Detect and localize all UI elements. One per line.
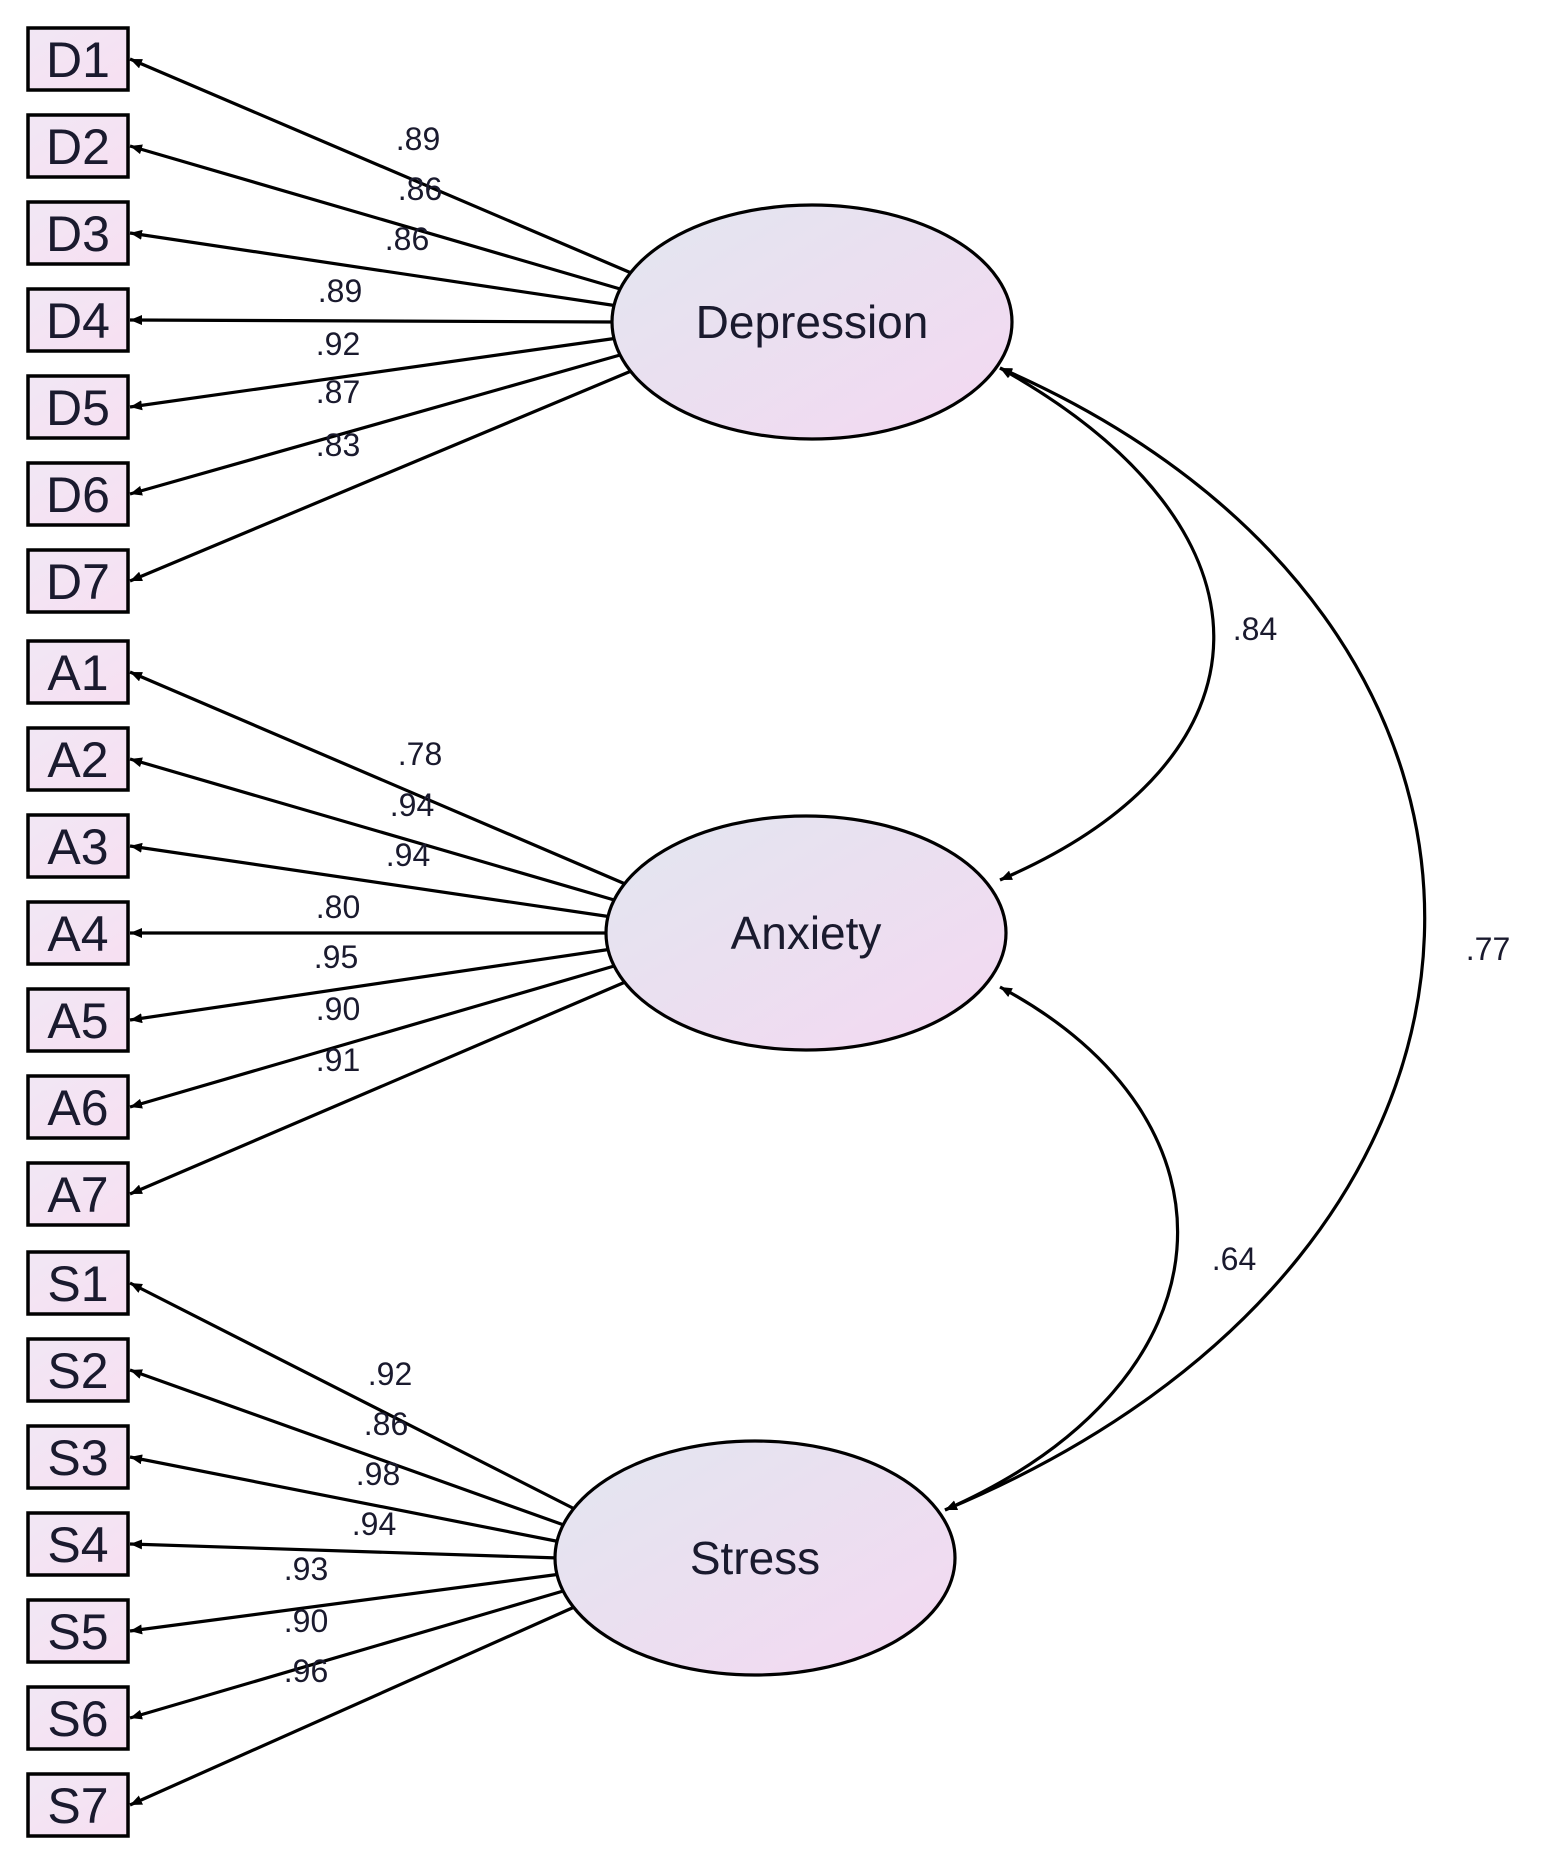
loading-value-s7: .96 xyxy=(284,1653,328,1689)
indicator-label-s3: S3 xyxy=(47,1430,108,1486)
labels-layer: .89 .86 .86 .89 .92 .87 .83 .78 .94 .94 .80 .95 .90.… xyxy=(284,121,1510,1689)
loading-arrow-s4 xyxy=(129,1539,560,1560)
indicator-label-s5: S5 xyxy=(47,1604,108,1660)
loading-arrow-a3 xyxy=(129,842,613,919)
loading-value-a4: .80 xyxy=(316,889,360,925)
loading-arrow-d4 xyxy=(129,315,617,326)
indicator-box-s2 xyxy=(26,1337,130,1403)
loading-value-d6: .87 xyxy=(316,374,360,410)
loading-value-a7: .91 xyxy=(316,1042,360,1078)
indicator-box-s6 xyxy=(26,1685,130,1751)
loading-value-d4: .89 xyxy=(318,273,362,309)
indicator-box-s1 xyxy=(26,1250,130,1316)
loading-arrow-s6 xyxy=(129,1588,568,1720)
loading-value-s5: .93 xyxy=(284,1551,328,1587)
loading-value-d5: .92 xyxy=(316,326,360,362)
loading-value-d2: .86 xyxy=(398,171,442,207)
correlation-arc-anxiety-stress xyxy=(944,985,1180,1512)
indicator-box-d2 xyxy=(26,113,130,179)
indicator-label-s1: S1 xyxy=(47,1256,108,1312)
loading-value-a2: .94 xyxy=(390,787,434,823)
indicator-box-a7 xyxy=(26,1161,130,1227)
loading-arrow-a6 xyxy=(129,963,619,1109)
factor-label-anxiety: Anxiety xyxy=(731,907,882,959)
indicator-label-d1: D1 xyxy=(46,32,110,88)
loading-arrow-a1 xyxy=(129,670,629,887)
indicator-box-a1 xyxy=(26,639,130,705)
indicator-box-a4 xyxy=(26,900,130,966)
indicator-box-d5 xyxy=(26,374,130,440)
correlation-arc-depression-anxiety xyxy=(999,366,1216,882)
indicator-box-a5 xyxy=(26,987,130,1053)
indicator-label-a7: A7 xyxy=(47,1167,108,1223)
indicator-box-d6 xyxy=(26,461,130,527)
indicator-label-a2: A2 xyxy=(47,732,108,788)
correlation-value-depression-anxiety: .84 xyxy=(1233,611,1277,647)
loading-arrow-s5 xyxy=(129,1572,562,1635)
indicator-label-d3: D3 xyxy=(46,206,110,262)
loading-value-s3: .98 xyxy=(356,1456,400,1492)
loading-arrow-s7 xyxy=(129,1604,578,1807)
indicator-label-a4: A4 xyxy=(47,906,108,962)
indicator-label-a5: A5 xyxy=(47,993,108,1049)
indicator-label-s6: S6 xyxy=(47,1691,108,1747)
factor-label-stress: Stress xyxy=(690,1532,820,1584)
loading-value-s1: .92 xyxy=(368,1356,412,1392)
loading-value-a5: .95 xyxy=(314,939,358,975)
nodes-layer: D1D2D3D4D5D6D7A1A2A3A4A5A6A7S1S2S3S4S5S6… xyxy=(26,26,1014,1838)
indicator-box-s7 xyxy=(26,1772,130,1838)
factor-ellipse-depression xyxy=(610,203,1014,441)
loading-value-s4: .94 xyxy=(352,1506,396,1542)
loading-value-s6: .90 xyxy=(284,1603,328,1639)
indicator-box-d3 xyxy=(26,200,130,266)
indicator-label-d6: D6 xyxy=(46,467,110,523)
indicator-box-s3 xyxy=(26,1424,130,1490)
loading-arrow-s1 xyxy=(129,1281,578,1512)
loading-arrow-d3 xyxy=(129,229,619,308)
factor-label-depression: Depression xyxy=(696,296,929,348)
loading-value-a3: .94 xyxy=(386,837,430,873)
indicator-box-d1 xyxy=(26,26,130,92)
loading-value-d3: .86 xyxy=(385,221,429,257)
correlation-value-anxiety-stress: .64 xyxy=(1212,1241,1256,1277)
loading-value-a1: .78 xyxy=(398,736,442,772)
loading-arrow-d6 xyxy=(129,352,625,496)
indicator-box-a3 xyxy=(26,813,130,879)
indicator-label-a6: A6 xyxy=(47,1080,108,1136)
loading-arrow-s2 xyxy=(129,1368,568,1528)
indicator-label-d7: D7 xyxy=(46,554,110,610)
indicator-label-s4: S4 xyxy=(47,1517,108,1573)
loading-value-d1: .89 xyxy=(396,121,440,157)
loading-arrow-d1 xyxy=(129,57,635,276)
loading-value-d7: .83 xyxy=(316,427,360,463)
indicator-box-s4 xyxy=(26,1511,130,1577)
indicator-label-a1: A1 xyxy=(47,645,108,701)
indicator-label-s7: S7 xyxy=(47,1778,108,1834)
indicator-label-d5: D5 xyxy=(46,380,110,436)
correlation-arc-depression-stress xyxy=(944,366,1427,1512)
indicator-box-a2 xyxy=(26,726,130,792)
loading-arrow-d5 xyxy=(129,336,619,411)
factor-ellipse-anxiety xyxy=(604,814,1008,1052)
loading-arrow-a5 xyxy=(129,947,613,1024)
indicator-label-s2: S2 xyxy=(47,1343,108,1399)
factor-ellipse-stress xyxy=(553,1439,957,1677)
indicator-label-d2: D2 xyxy=(46,119,110,175)
loading-arrow-s3 xyxy=(129,1454,562,1544)
loading-arrow-d7 xyxy=(129,368,635,583)
loading-arrow-a7 xyxy=(129,979,629,1196)
indicator-box-s5 xyxy=(26,1598,130,1664)
loading-arrow-d2 xyxy=(129,144,625,292)
loading-value-s2: .86 xyxy=(364,1406,408,1442)
indicator-label-a3: A3 xyxy=(47,819,108,875)
loading-arrow-a2 xyxy=(129,757,619,903)
edges-layer xyxy=(129,57,1427,1807)
indicator-box-d7 xyxy=(26,548,130,614)
loading-value-a6: .90 xyxy=(316,991,360,1027)
indicator-box-a6 xyxy=(26,1074,130,1140)
indicator-label-d4: D4 xyxy=(46,293,110,349)
correlation-value-depression-stress: .77 xyxy=(1466,931,1510,967)
indicator-box-d4 xyxy=(26,287,130,353)
